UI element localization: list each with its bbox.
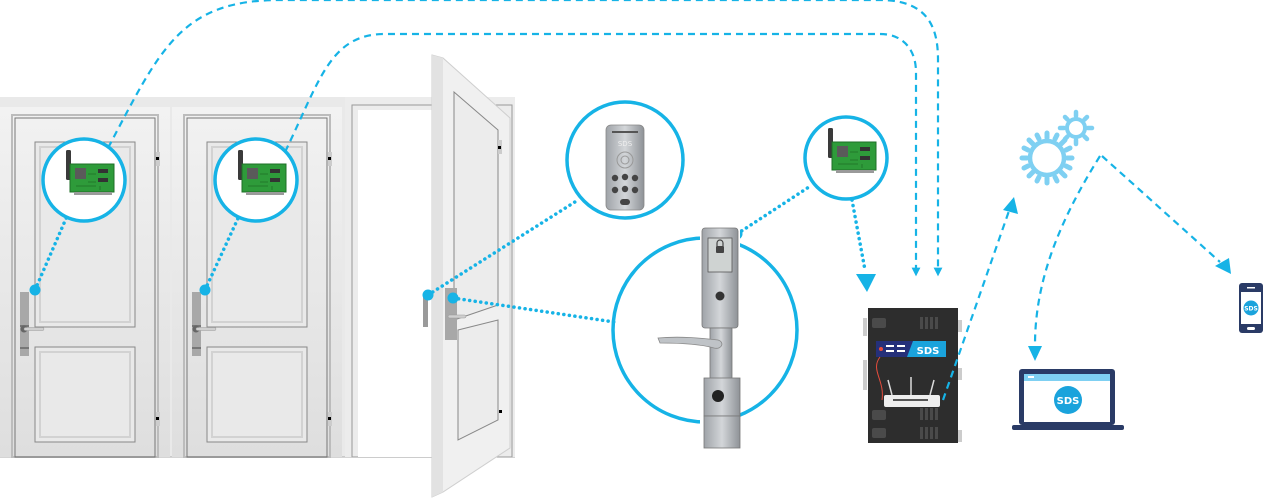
edge-module2-server <box>284 32 921 277</box>
connection-dot <box>29 284 41 296</box>
router-icon <box>884 377 940 407</box>
arrow-head <box>1003 197 1018 214</box>
sds-server-badge: SDS <box>876 341 946 357</box>
edge-door1-module1 <box>29 212 70 296</box>
edge-cloud-phone <box>1101 155 1231 274</box>
wireless-module-1[interactable] <box>41 137 127 223</box>
arrow-head <box>1028 346 1042 361</box>
edge-door3-lock <box>447 292 616 324</box>
door-3[interactable] <box>423 54 511 498</box>
edge-cloud-laptop <box>1028 155 1101 361</box>
connection-dot <box>199 284 211 296</box>
wireless-module-3[interactable] <box>803 115 889 201</box>
gears-icon <box>1019 109 1095 186</box>
arrow-head <box>856 274 876 292</box>
padlock-icon <box>716 246 724 253</box>
edge-server-cloud <box>941 197 1018 401</box>
server-label: SDS <box>917 346 940 357</box>
laptop-badge: SDS <box>1057 396 1080 407</box>
edge-lock-module3 <box>731 183 814 240</box>
keypad-keys <box>611 173 639 205</box>
keypad-reader[interactable]: SDS <box>565 100 685 220</box>
wireless-module-2[interactable] <box>213 137 299 223</box>
connection-dot <box>447 292 459 304</box>
edge-module3-server <box>850 198 876 292</box>
lever-handle <box>657 336 723 349</box>
edge-door3-keypad <box>422 198 580 301</box>
keypad-brand: SDS <box>618 140 633 148</box>
connection-dot <box>422 289 434 301</box>
electronic-lock[interactable] <box>611 227 799 449</box>
laptop-icon[interactable]: SDS <box>1012 369 1124 430</box>
server-rack[interactable]: SDS <box>863 308 962 443</box>
smartphone-icon[interactable]: SDS <box>1239 283 1263 333</box>
edge-door2-module2 <box>199 212 242 296</box>
arrow-head <box>1215 258 1231 274</box>
phone-badge: SDS <box>1244 306 1258 313</box>
